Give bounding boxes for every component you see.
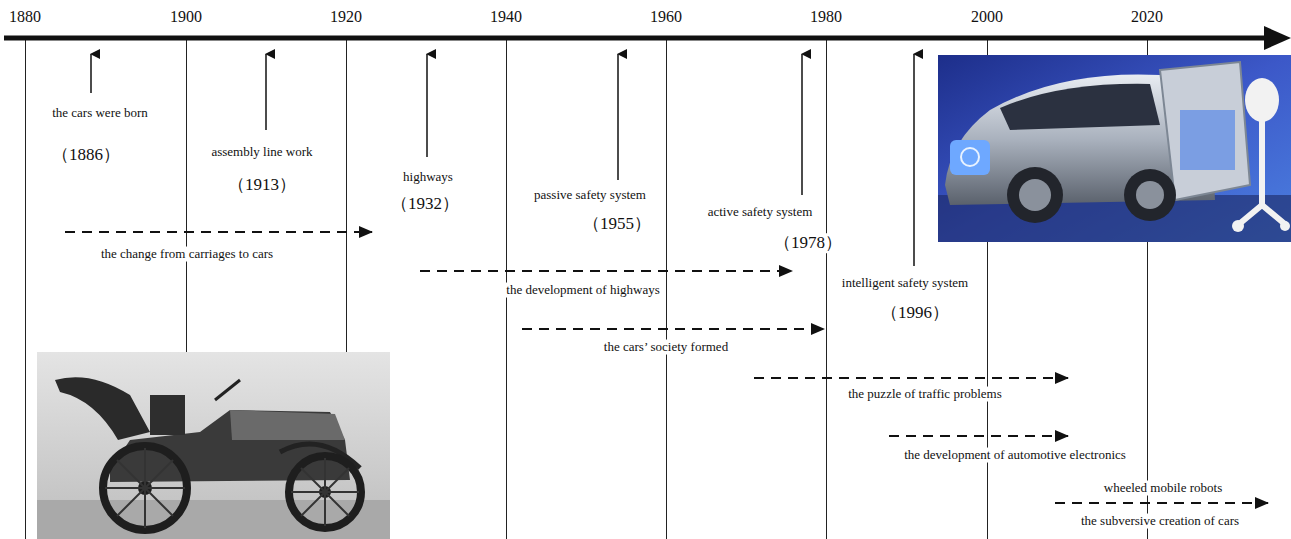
timeline-label: the development of automotive electronic… [902,448,1128,463]
timeline-label: （1996） [879,303,951,323]
year-label: 1940 [488,8,524,26]
timeline-label: the subversive creation of cars [1079,514,1241,529]
timeline-label: highways [401,170,455,185]
timeline-label: （1886） [50,145,122,165]
timeline-label: active safety system [706,205,815,220]
year-label: 1920 [328,8,364,26]
year-label: 1980 [808,8,844,26]
year-label: 1960 [648,8,684,26]
year-label: 1900 [168,8,204,26]
old-car-photo [37,352,390,539]
timeline-label: （1955） [581,214,653,234]
timeline-label: the cars’ society formed [602,340,730,355]
year-label: 2020 [1129,8,1165,26]
timeline-label: passive safety system [532,188,648,203]
timeline-label: （1978） [772,233,844,253]
timeline-label: （1913） [226,175,298,195]
year-label: 2000 [969,8,1005,26]
timeline-label: intelligent safety system [840,276,970,291]
year-label: 1880 [7,8,43,26]
timeline-label: the development of highways [504,283,661,298]
timeline-label: the puzzle of traffic problems [846,387,1004,402]
timeline-label: assembly line work [209,145,314,160]
timeline-label: （1932） [389,194,461,214]
timeline-label: the change from carriages to cars [99,247,275,262]
timeline-label: wheeled mobile robots [1102,481,1224,496]
timeline-label: the cars were born [50,106,150,121]
concept-car-photo [938,55,1291,242]
